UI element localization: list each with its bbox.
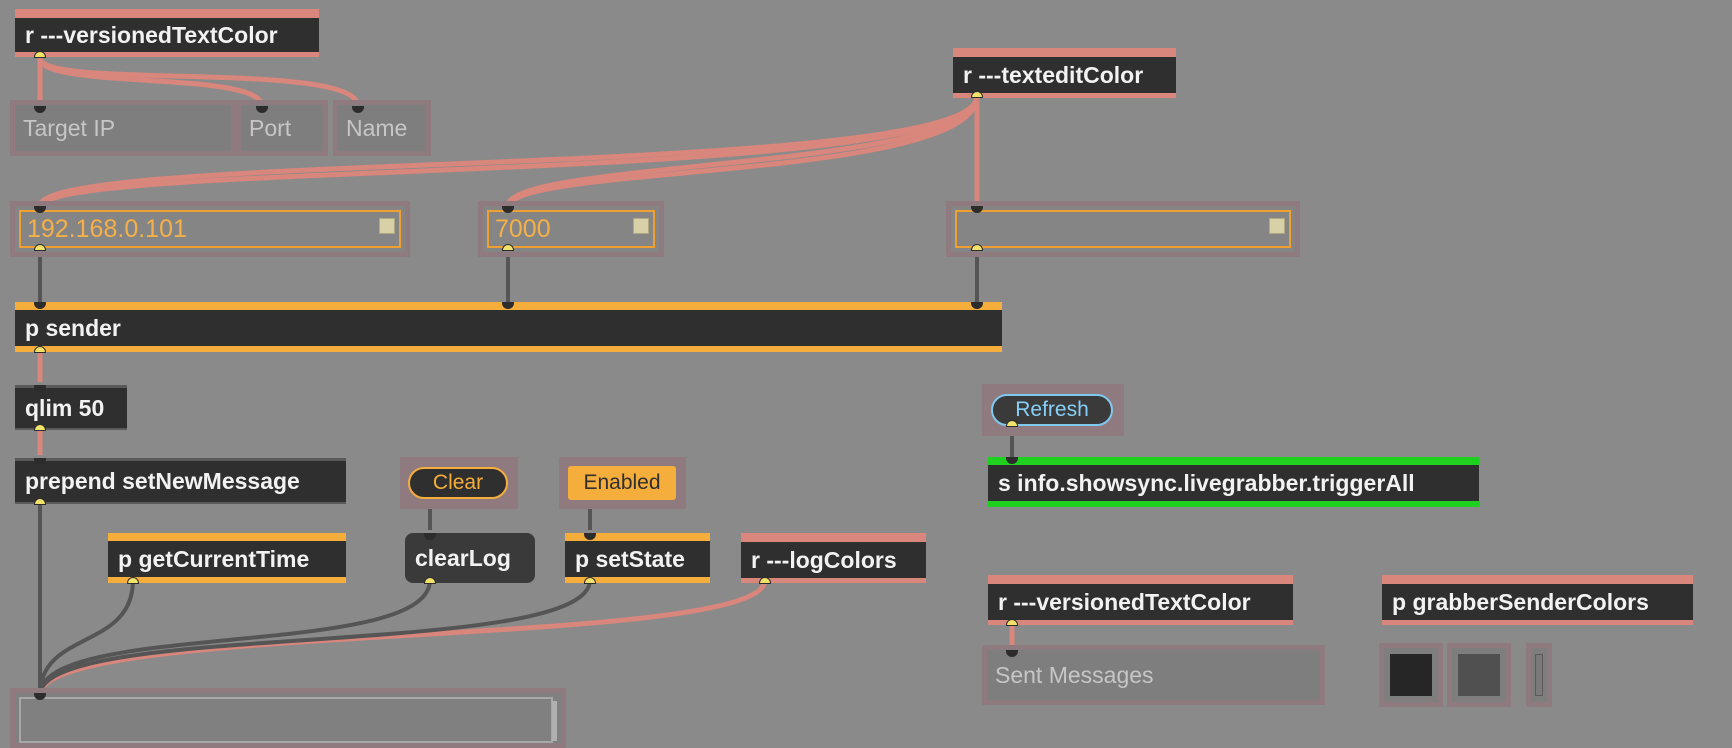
sender-subpatch[interactable]: p sender xyxy=(15,302,1002,352)
grabber-sender-colors-subpatch[interactable]: p grabberSenderColors xyxy=(1382,575,1693,625)
send-trigger-all[interactable]: s info.showsync.livegrabber.triggerAll xyxy=(988,457,1479,507)
receive-versioned-text-color-top[interactable]: r ---versionedTextColor xyxy=(15,9,319,57)
outlet-port[interactable] xyxy=(584,577,596,584)
lock-square-icon[interactable] xyxy=(1269,218,1285,234)
set-state-subpatch[interactable]: p setState xyxy=(565,533,710,583)
inlet-port[interactable] xyxy=(34,458,46,465)
outlet-port[interactable] xyxy=(759,577,771,584)
enabled-toggle[interactable]: Enabled xyxy=(568,466,676,500)
color-swatch-medium[interactable] xyxy=(1447,643,1511,707)
object-label: r ---versionedTextColor xyxy=(998,588,1251,615)
clear-log-object[interactable]: clearLog xyxy=(405,533,535,583)
refresh-button[interactable]: Refresh xyxy=(991,394,1113,426)
outlet-port[interactable] xyxy=(971,244,983,251)
prepend-object[interactable]: prepend setNewMessage xyxy=(15,458,346,504)
outlet-port[interactable] xyxy=(34,346,46,353)
object-label: prepend setNewMessage xyxy=(25,468,300,494)
inlet-port[interactable] xyxy=(34,302,46,309)
target-ip-textedit[interactable]: 192.168.0.101 xyxy=(10,201,410,257)
swatch-fill xyxy=(1535,654,1543,696)
log-field[interactable] xyxy=(19,697,553,743)
outlet-port[interactable] xyxy=(424,577,436,584)
outlet-port[interactable] xyxy=(1006,619,1018,626)
refresh-button-frame: Refresh xyxy=(982,384,1124,436)
name-textedit[interactable] xyxy=(946,201,1300,257)
clear-button-frame: Clear xyxy=(400,457,518,509)
outlet-port[interactable] xyxy=(971,91,983,98)
swatch-fill xyxy=(1458,654,1500,696)
inlet-port[interactable] xyxy=(256,106,268,113)
target-ip-comment: Target IP xyxy=(10,100,236,156)
name-field[interactable] xyxy=(955,210,1291,248)
qlim-object[interactable]: qlim 50 xyxy=(15,385,127,430)
inlet-port[interactable] xyxy=(971,302,983,309)
port-comment: Port xyxy=(236,100,328,156)
scrollbar[interactable] xyxy=(552,701,557,741)
name-comment: Name xyxy=(333,100,431,156)
outlet-port[interactable] xyxy=(34,498,46,505)
inlet-port[interactable] xyxy=(971,206,983,213)
object-label: qlim 50 xyxy=(25,394,105,421)
inlet-port[interactable] xyxy=(502,302,514,309)
object-label: clearLog xyxy=(415,544,511,571)
outlet-port[interactable] xyxy=(34,244,46,251)
inlet-port[interactable] xyxy=(352,106,364,113)
lock-square-icon[interactable] xyxy=(633,218,649,234)
swatch-fill xyxy=(1390,654,1432,696)
outlet-port[interactable] xyxy=(502,244,514,251)
port-field[interactable]: 7000 xyxy=(487,210,655,248)
object-label: p setState xyxy=(575,545,685,572)
sent-messages-comment: Sent Messages xyxy=(982,645,1325,705)
object-label: p grabberSenderColors xyxy=(1392,588,1649,615)
inlet-port[interactable] xyxy=(34,206,46,213)
object-label: r ---versionedTextColor xyxy=(25,21,278,48)
log-textedit[interactable] xyxy=(10,688,566,748)
lock-square-icon[interactable] xyxy=(379,218,395,234)
inlet-port[interactable] xyxy=(1006,457,1018,464)
get-current-time-subpatch[interactable]: p getCurrentTime xyxy=(108,533,346,583)
object-label: p getCurrentTime xyxy=(118,545,310,572)
object-label: s info.showsync.livegrabber.triggerAll xyxy=(998,469,1415,496)
object-label: r ---logColors xyxy=(751,546,897,573)
inlet-port[interactable] xyxy=(502,206,514,213)
inlet-port[interactable] xyxy=(34,106,46,113)
receive-textedit-color[interactable]: r ---texteditColor xyxy=(953,48,1176,98)
inlet-port[interactable] xyxy=(424,533,436,540)
enabled-toggle-frame: Enabled xyxy=(559,457,686,509)
inlet-port[interactable] xyxy=(34,385,46,392)
color-swatch-slim[interactable] xyxy=(1526,643,1552,707)
clear-button[interactable]: Clear xyxy=(408,467,508,499)
receive-versioned-text-color-bottom[interactable]: r ---versionedTextColor xyxy=(988,575,1293,625)
color-swatch-dark[interactable] xyxy=(1379,643,1443,707)
outlet-port[interactable] xyxy=(1006,420,1018,427)
outlet-port[interactable] xyxy=(127,577,139,584)
object-label: r ---texteditColor xyxy=(963,61,1144,88)
outlet-port[interactable] xyxy=(34,51,46,58)
receive-log-colors[interactable]: r ---logColors xyxy=(741,533,926,583)
object-label: p sender xyxy=(25,314,121,341)
inlet-port[interactable] xyxy=(584,533,596,540)
inlet-port[interactable] xyxy=(34,693,46,700)
target-ip-field[interactable]: 192.168.0.101 xyxy=(19,210,401,248)
inlet-port[interactable] xyxy=(1006,650,1018,657)
outlet-port[interactable] xyxy=(34,424,46,431)
